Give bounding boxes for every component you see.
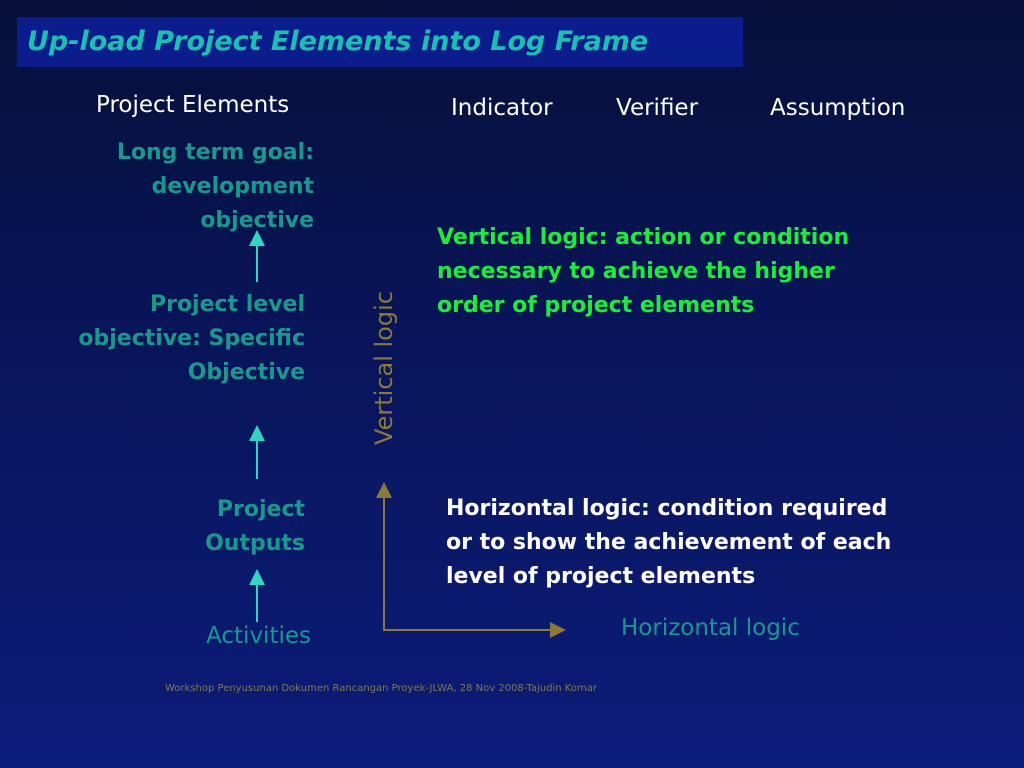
outputs-line-2: Outputs [205, 531, 305, 556]
footer-credit: Workshop Penyusunan Dokumen Rancangan Pr… [165, 683, 597, 694]
title-bar: Up-load Project Elements into Log Frame [17, 17, 743, 67]
header-project-elements: Project Elements [96, 92, 290, 118]
vertical-note-line-3: order of project elements [437, 293, 755, 318]
horizontal-logic-note: Horizontal logic: condition required or … [446, 492, 891, 594]
element-activities: Activities [206, 623, 311, 649]
goal-line-2: development [151, 174, 314, 199]
horizontal-note-line-2: or to show the achievement of each [446, 530, 892, 555]
horizontal-note-line-3: level of project elements [446, 564, 756, 589]
goal-line-1: Long term goal: [116, 140, 314, 165]
header-verifier: Verifier [616, 95, 699, 121]
slide-title: Up-load Project Elements into Log Frame [27, 26, 649, 57]
element-project-level-objective: Project level objective: Specific Object… [78, 288, 305, 390]
element-long-term-goal: Long term goal: development objective [117, 136, 314, 238]
vertical-logic-label: Vertical logic [370, 291, 398, 445]
vertical-note-line-2: necessary to achieve the higher [437, 259, 835, 284]
element-project-outputs: Project Outputs [205, 493, 305, 561]
horizontal-logic-label: Horizontal logic [621, 615, 800, 641]
header-indicator: Indicator [451, 95, 553, 121]
goal-line-3: objective [200, 208, 314, 233]
header-assumption: Assumption [770, 95, 906, 121]
outputs-line-1: Project [216, 497, 305, 522]
project-level-line-2: objective: Specific [78, 326, 305, 351]
project-level-line-1: Project level [149, 292, 305, 317]
vertical-note-line-1: Vertical logic: action or condition [437, 225, 850, 250]
vertical-logic-note: Vertical logic: action or condition nece… [437, 221, 849, 323]
horizontal-note-line-1: Horizontal logic: condition required [446, 496, 888, 521]
project-level-line-3: Objective [187, 360, 305, 385]
